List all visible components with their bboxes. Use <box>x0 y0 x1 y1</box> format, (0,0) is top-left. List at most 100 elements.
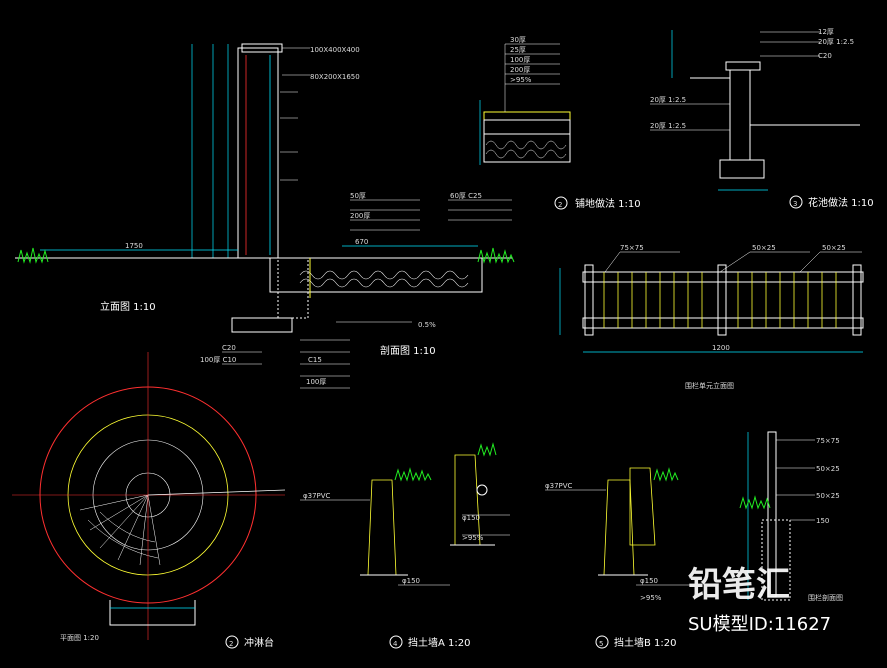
paving-top-layer <box>483 111 571 121</box>
planter-footing <box>719 159 765 179</box>
retaining-wall-b-drawing: φ37PVC φ150 >95% 5 挡土墙B 1:20 <box>545 467 690 649</box>
fence-section-150-note: 150 <box>816 517 829 525</box>
fence-section-title: 围栏剖面图 <box>808 593 843 602</box>
layer-200-note: 200厚 <box>350 212 370 220</box>
watermark-id: SU模型ID:11627 <box>688 614 831 635</box>
planter-detail-drawing: 12厚 20厚 1:2.5 C20 20厚 1:2.5 20厚 1:2.5 3 … <box>650 28 874 209</box>
paving-30-note: 30厚 <box>510 36 526 44</box>
slope-note: 0.5% <box>418 321 436 329</box>
fence-75-note: 75×75 <box>620 244 644 252</box>
planter-20c-note: 20厚 1:2.5 <box>650 122 686 130</box>
fence-section-50-note: 50×25 <box>816 465 840 473</box>
wall-b-pct-note: >95% <box>640 594 662 602</box>
plan-title: 平面图 1:20 <box>60 634 99 642</box>
planter-20-note: 20厚 1:2.5 <box>818 38 854 46</box>
wall-b-pvc-note: φ37PVC <box>545 482 573 490</box>
elevation-title: 立面图 1:10 <box>100 300 156 313</box>
layer-50-note: 50厚 <box>350 192 366 200</box>
wall-a-title: 挡土墙A 1:20 <box>408 636 470 649</box>
wall-b-left-body <box>603 479 635 576</box>
wall-a-left-body <box>367 479 397 576</box>
fence-section-75-note: 75×75 <box>816 437 840 445</box>
paving-number: 2 <box>558 201 562 209</box>
wall-a-drain <box>476 484 488 496</box>
paving-25-note: 25厚 <box>510 46 526 54</box>
wall-a-grass <box>394 467 432 482</box>
fence-post-mid <box>717 264 727 336</box>
post-top-note: 100X400X400 <box>310 46 360 54</box>
shower-number-circle <box>225 635 239 649</box>
watermark-brand: 铅笔汇 <box>688 565 790 605</box>
wall-a-number-circle <box>389 635 403 649</box>
planter-c20-note: C20 <box>818 52 832 60</box>
planter-wall <box>729 69 751 161</box>
wall-a-d150-note: φ150 <box>462 514 480 522</box>
leader-lines-elevation <box>222 47 512 389</box>
wall-b-number-circle <box>595 635 609 649</box>
c25-note: 60厚 C25 <box>450 192 482 200</box>
wall-a-pvc-note: φ37PVC <box>303 492 331 500</box>
shower-number: 2 <box>229 640 233 648</box>
wall-a-grass-right <box>477 442 497 457</box>
fence-section-50b-note: 50×25 <box>816 492 840 500</box>
fence-dim-1200: 1200 <box>712 344 730 352</box>
grass-right <box>477 247 515 264</box>
fence-post-left <box>584 264 594 336</box>
c10-note: 100厚 C10 <box>200 356 236 364</box>
fence-pickets <box>603 272 837 328</box>
fence-50a-note: 50×25 <box>752 244 776 252</box>
fence-elevation-drawing: 1200 75×75 50×25 50×25 围栏单元立面图 <box>559 244 864 390</box>
wall-b-number: 5 <box>599 640 603 648</box>
planter-number-circle <box>789 195 803 209</box>
wall-b-grass <box>653 467 679 482</box>
fence-title: 围栏单元立面图 <box>685 381 734 390</box>
wall-a-pct-note: >95% <box>462 534 484 542</box>
paving-leaders <box>504 43 560 112</box>
post-body-note: 80X200X1650 <box>310 73 360 81</box>
c20-note: C20 <box>222 344 236 352</box>
fence-section-post <box>767 431 777 598</box>
shower-plan-drawing: 平面图 1:20 2 冲淋台 <box>12 352 286 649</box>
fence-bottom-rail <box>582 317 864 329</box>
fence-top-rail <box>582 271 864 283</box>
paving-100-note: 100厚 <box>510 56 530 64</box>
layer-100-note: 100厚 <box>306 378 326 386</box>
planter-cap <box>725 61 761 71</box>
plan-base-tab <box>109 600 196 626</box>
fence-section-grass <box>739 495 771 510</box>
section-title: 剖面图 1:10 <box>380 344 436 357</box>
watermark: 铅笔汇 SU模型ID:11627 <box>688 565 831 635</box>
post-outline <box>237 47 279 259</box>
wall-a-leaders <box>300 499 510 586</box>
paving-detail-drawing: 30厚 25厚 100厚 200厚 >95% 2 铺地做法 1:10 <box>479 36 641 210</box>
fence-section-footing <box>761 519 791 601</box>
c15-note: C15 <box>308 356 322 364</box>
shower-title: 冲淋台 <box>244 636 274 649</box>
paving-title: 铺地做法 1:10 <box>575 197 641 210</box>
dim-670-label: 670 <box>355 238 368 246</box>
planter-leaders <box>650 31 820 131</box>
grass-left <box>17 247 49 264</box>
plan-tile-pattern <box>79 494 161 566</box>
footing-base <box>231 317 293 333</box>
paving-base-layer <box>483 133 571 163</box>
planter-20b-note: 20厚 1:2.5 <box>650 96 686 104</box>
paving-mid-layer <box>483 119 571 135</box>
elevation-section-drawing: 1750 670 <box>15 43 515 389</box>
fence-section-drawing: 75×75 50×25 50×25 150 围栏剖面图 <box>739 431 843 602</box>
wall-b-d150-note: φ150 <box>640 577 658 585</box>
wall-b-right-body <box>629 467 656 546</box>
paving-number-circle <box>554 196 568 210</box>
planter-title: 花池做法 1:10 <box>808 196 874 209</box>
wall-a-number: 4 <box>393 640 398 648</box>
fence-section-leaders <box>776 439 815 521</box>
paving-gravel <box>485 140 567 159</box>
fence-post-right <box>852 264 862 336</box>
wall-a-d150b-note: φ150 <box>402 577 420 585</box>
gravel-pattern <box>299 270 469 288</box>
planter-12-note: 12厚 <box>818 28 834 36</box>
planter-number: 3 <box>793 200 797 208</box>
plan-radius-line <box>147 489 286 496</box>
fence-50b-note: 50×25 <box>822 244 846 252</box>
